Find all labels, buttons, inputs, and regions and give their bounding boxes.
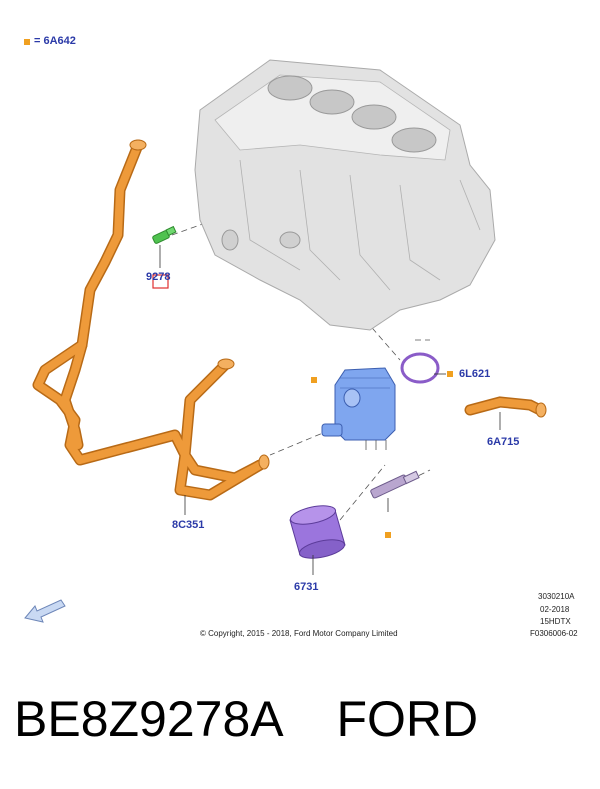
code-line-3: 15HDTX	[540, 617, 571, 626]
caption-part-number: BE8Z9278A	[14, 691, 281, 747]
code-line-2: 02-2018	[540, 605, 570, 614]
hose-6a715	[464, 396, 547, 418]
part-markers	[184, 371, 501, 515]
label-6731: 6731	[294, 581, 319, 593]
caption: BE8Z9278A FORD	[14, 690, 478, 748]
label-6a715: 6A715	[487, 436, 520, 448]
parts-diagram: = 6A642 9278 6L621 6A715 8C351 6731 © Co…	[24, 35, 578, 638]
filter-adapter	[370, 470, 420, 538]
legend-symbol	[24, 39, 30, 45]
label-8c351: 8C351	[172, 519, 205, 531]
seal-6l621	[400, 352, 440, 384]
oil-filter-6731	[289, 505, 346, 575]
front-arrow-icon	[24, 599, 66, 623]
coolant-hose-8c351	[32, 139, 270, 501]
label-9278: 9278	[146, 271, 171, 283]
highlight-box	[152, 274, 169, 289]
sensor-9278	[152, 225, 177, 289]
oil-cooler	[321, 367, 396, 450]
caption-brand: FORD	[336, 691, 479, 747]
legend-text: = 6A642	[34, 35, 76, 47]
label-6l621: 6L621	[459, 368, 491, 380]
code-line-4: F0306006-02	[530, 629, 578, 638]
engine-block	[194, 59, 496, 331]
code-line-1: 3030210A	[538, 592, 575, 601]
copyright-text: © Copyright, 2015 - 2018, Ford Motor Com…	[200, 629, 398, 638]
diagram-drawing	[24, 59, 547, 623]
